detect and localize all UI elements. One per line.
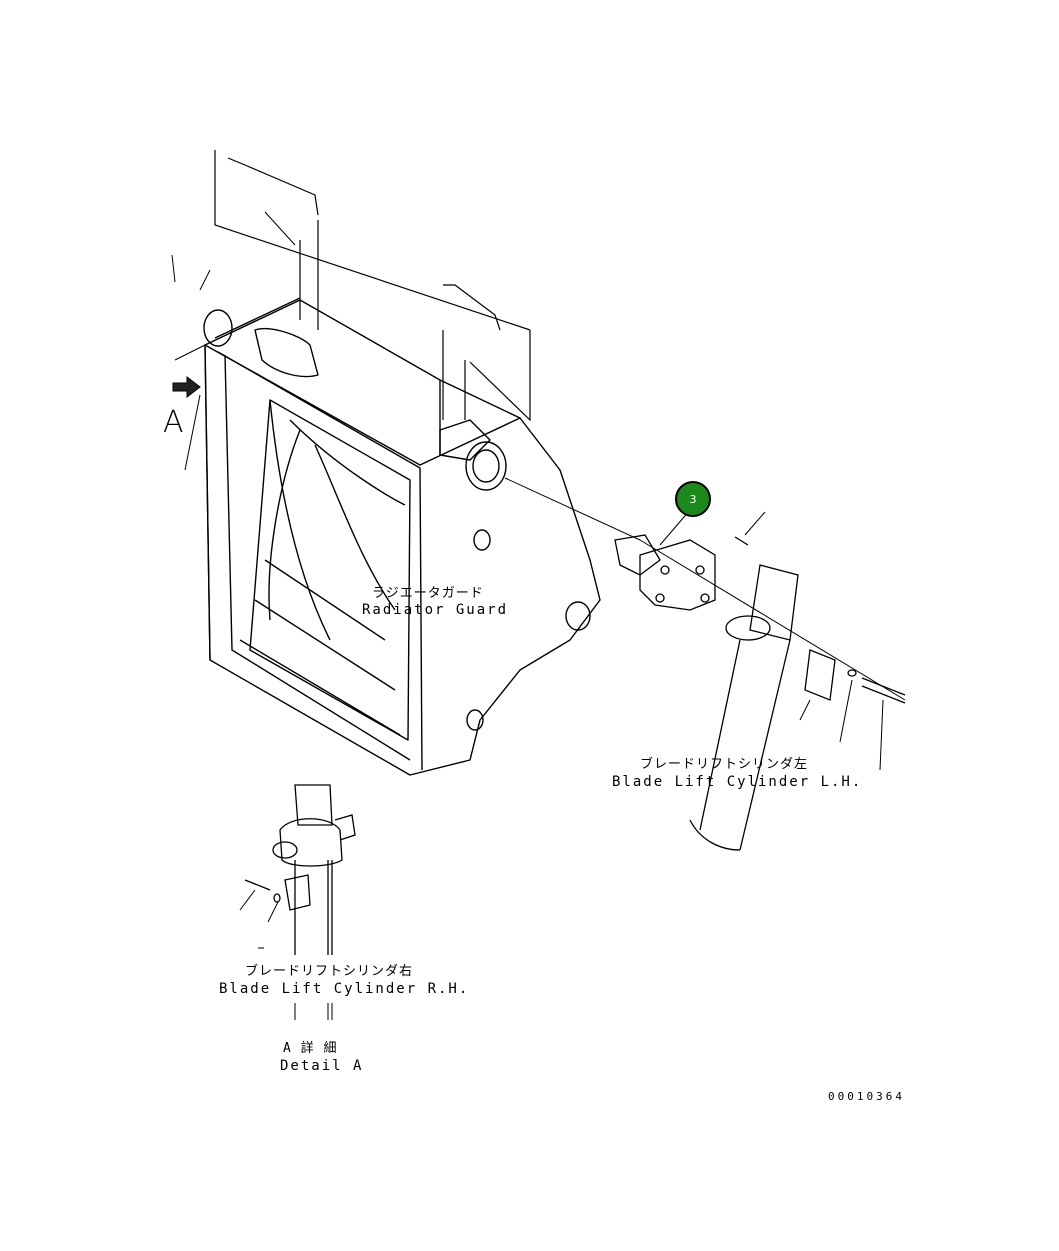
blade-lift-lh-label-jp: ブレードリフトシリンダ左 bbox=[640, 756, 808, 772]
radiator-guard-label-jp: ラジエータガード bbox=[372, 586, 484, 601]
detail-label-en: Detail A bbox=[280, 1058, 363, 1074]
view-marker-label: A bbox=[163, 405, 184, 440]
drawing-code: 00010364 bbox=[828, 1090, 905, 1103]
detail-label-jp: A 詳 細 bbox=[283, 1040, 337, 1056]
callout-3[interactable]: 3 bbox=[675, 481, 711, 517]
view-direction-arrow bbox=[172, 375, 201, 399]
radiator-guard-label-en: Radiator Guard bbox=[362, 602, 508, 618]
leader-lines bbox=[171, 211, 906, 1020]
blade-lift-rh-label-en: Blade Lift Cylinder R.H. bbox=[219, 981, 469, 997]
blade-lift-cylinder-rh-detail bbox=[244, 784, 356, 955]
blade-lift-lh-label-en: Blade Lift Cylinder L.H. bbox=[612, 774, 862, 790]
blade-lift-cylinder-lh-part bbox=[614, 534, 906, 851]
radiator-guard-frame bbox=[203, 297, 601, 776]
callout-3-bubble[interactable] bbox=[675, 481, 711, 517]
callout-3-number: 3 bbox=[690, 493, 697, 506]
hydraulic-piping bbox=[214, 150, 531, 422]
blade-lift-rh-label-jp: ブレードリフトシリンダ右 bbox=[245, 963, 413, 979]
